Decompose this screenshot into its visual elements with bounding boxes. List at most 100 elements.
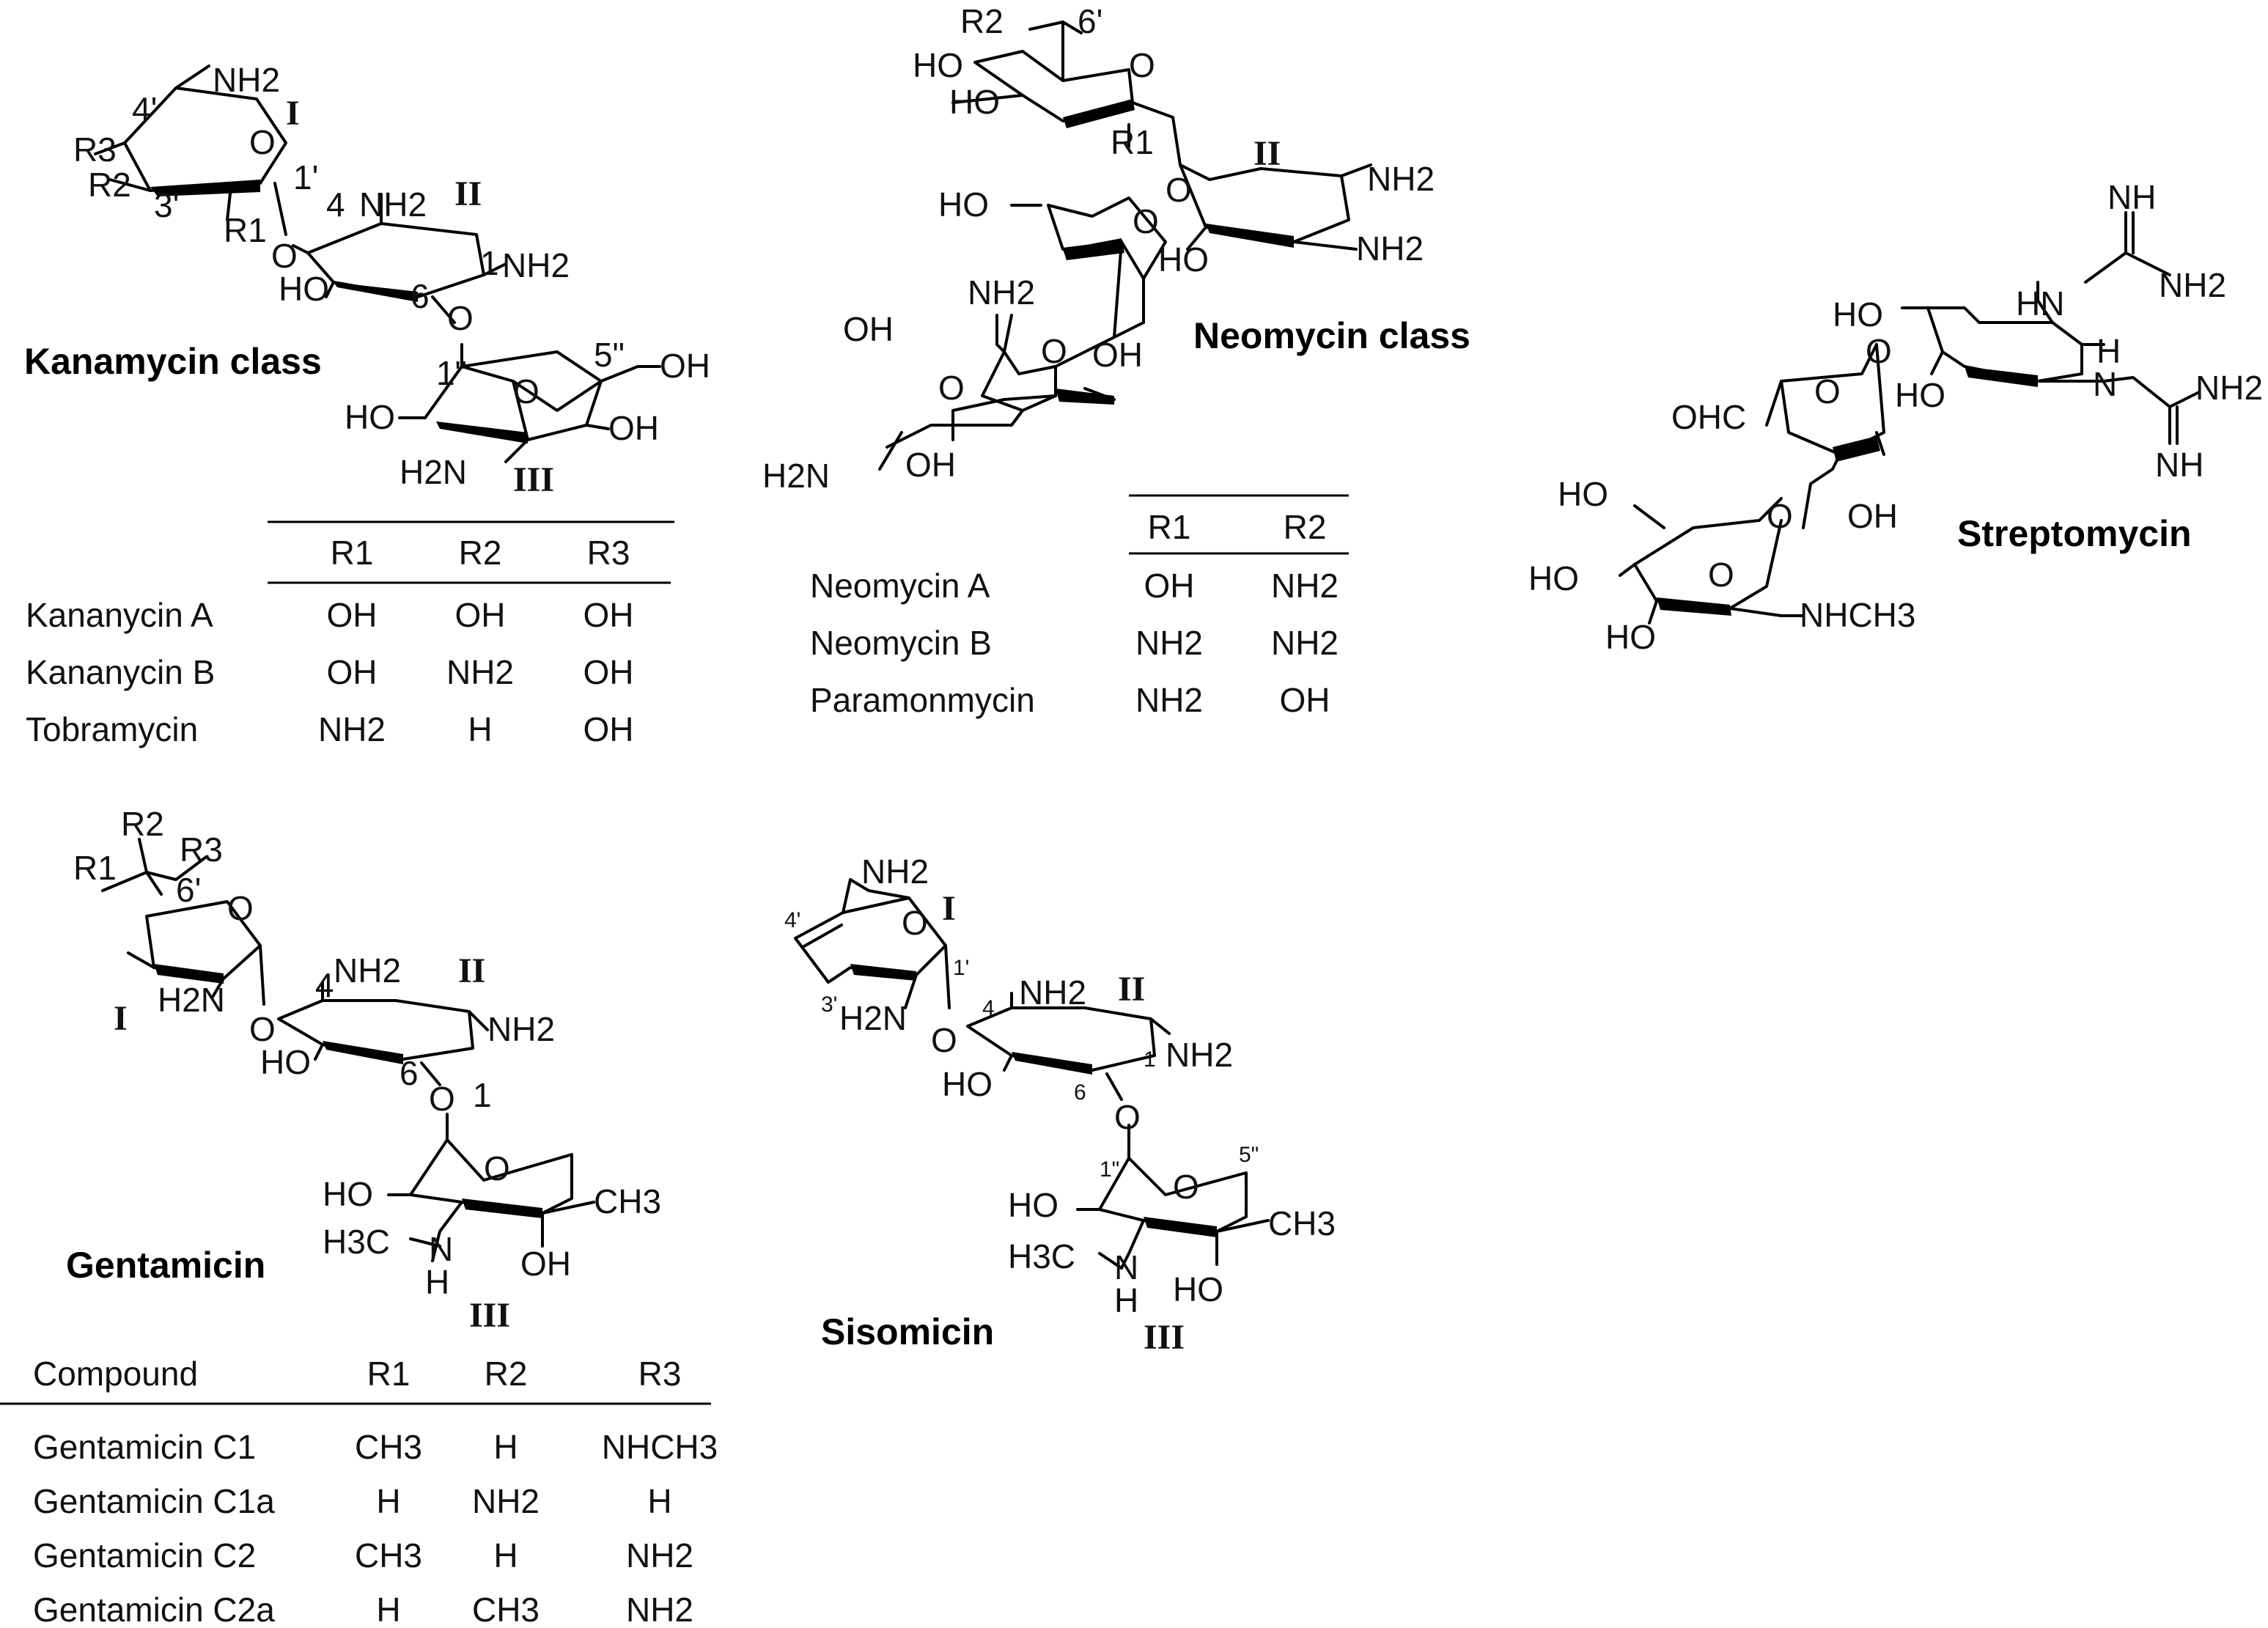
table-row-label: Kananycin A [26,596,213,634]
nh2-label: NH2 [1019,973,1086,1012]
glycosidic-oxygen-label: O [249,1010,276,1048]
table-cell: CH3 [472,1591,540,1628]
table-header-cell: R2 [485,1355,528,1393]
sisomicin-structure: NH2 O I 4' 1' 3' H2N O 4 NH2 II 1 NH2 HO… [784,852,1336,1357]
hydroxyl-label: HO [1895,376,1945,414]
position-label-6: 6 [1074,1080,1086,1105]
table-cell: OH [327,596,378,634]
position-label-1: 1 [473,1076,492,1114]
position-label-6: 6 [410,277,430,315]
amine-label: H2N [158,981,225,1019]
table-cell: H [493,1428,518,1466]
sisomicin-title: Sisomicin [821,1311,994,1352]
r2-label: R2 [960,2,1004,40]
ring-label-iii: III [1144,1318,1185,1357]
hydroxyl-label: OH [608,409,659,447]
r2-label: R2 [121,805,164,843]
nh2-label: NH2 [502,246,570,284]
ring-oxygen-label: O [1129,46,1155,84]
streptomycin-title: Streptomycin [1957,513,2192,554]
neomycin-structure: R2 6' HO O HO R1 II O NH2 HO O NH2 HO NH… [762,2,1435,495]
gentamicin-title: Gentamicin [66,1245,265,1286]
table-header-cell: R3 [587,534,630,572]
table-cell: NH2 [472,1482,540,1520]
nh2-label: NH2 [968,273,1035,312]
amine-label: N [429,1230,453,1268]
ring-oxygen-label: O [484,1149,510,1187]
r1-label: R1 [73,849,117,887]
table-header-cell: R1 [331,534,374,572]
gentamicin-structure: R2 R1 R3 6' O I H2N O 4 NH2 II NH2 HO 6 … [73,805,661,1335]
kanamycin-class-title: Kanamycin class [24,341,322,382]
table-row-label: Neomycin B [810,624,992,662]
neomycin-class-title: Neomycin class [1193,315,1470,356]
amine-label: N [2093,365,2117,403]
position-label-4: 4 [982,996,995,1020]
position-label-3-prime: 3' [154,186,179,224]
r2-label: R2 [88,166,131,204]
table-cell: H [493,1536,518,1574]
aldehyde-label: OHC [1671,398,1746,436]
amine-label: N [1114,1248,1138,1286]
imine-label: NH [2155,446,2203,484]
table-cell: NH2 [446,653,514,691]
table-cell: OH [583,596,634,634]
methyl-label: H3C [323,1223,390,1261]
table-cell: H [647,1482,671,1520]
table-header-cell: R2 [1284,508,1327,546]
hydroxyl-label: OH [660,347,710,385]
methyl-label: CH3 [594,1182,661,1220]
nh2-label: NH2 [1166,1036,1233,1074]
nh2-label: NH2 [334,951,401,990]
hydroxyl-label: HO [1158,240,1209,279]
kanamycin-structure: NH2 I O 4' R3 R2 3' R1 1' O 4 NH2 II 1 N… [73,61,710,499]
ring-label-ii: II [454,174,482,213]
position-label-5-double-prime: 5" [1239,1143,1259,1167]
amine-h-label: H [1114,1281,1138,1319]
table-row-label: Neomycin A [810,567,990,605]
nh2-label: NH2 [1356,229,1424,268]
amine-label: H2N [762,457,830,495]
nh2-label: NH2 [487,1010,555,1048]
hydroxyl-label: HO [942,1065,993,1103]
nh2-label: NH2 [359,185,427,224]
table-row-label: Gentamicin C1a [33,1482,275,1520]
table-row-label: Gentamicin C2 [33,1536,256,1574]
r3-label: R3 [180,830,223,869]
table-header-cell: R3 [638,1355,682,1393]
glycosidic-oxygen-label: O [1767,497,1793,535]
ring-label-ii: II [1253,134,1281,173]
position-label-6-prime: 6' [176,871,201,909]
table-cell: NH2 [1271,624,1339,662]
table-cell: H [376,1591,400,1628]
table-cell: H [468,710,492,748]
amine-label: H2N [839,999,907,1037]
glycosidic-oxygen-label: O [447,299,474,337]
glycosidic-oxygen-label: O [271,237,298,275]
ring-oxygen-label: O [249,123,276,161]
table-cell: NH2 [626,1536,693,1574]
r3-label: R3 [73,130,117,169]
nh2-label: NH2 [2195,369,2263,407]
amine-h-label: H [2096,332,2121,370]
hydroxyl-label: HO [279,270,329,308]
glycosidic-oxygen-label: O [1866,332,1892,370]
hydroxyl-label: HO [1558,475,1608,513]
ring-oxygen-label: O [1173,1168,1199,1206]
hydroxyl-label: HO [913,46,963,84]
hydroxyl-label: HO [345,398,395,436]
position-label-1: 1 [480,244,499,282]
ring-oxygen-label: O [1708,556,1734,594]
hydroxyl-label: OH [843,310,894,348]
position-label-4: 4 [326,185,345,224]
methyl-label: H3C [1008,1237,1075,1275]
table-cell: H [376,1482,400,1520]
table-row-label: Kananycin B [26,653,215,691]
table-cell: CH3 [355,1428,422,1466]
